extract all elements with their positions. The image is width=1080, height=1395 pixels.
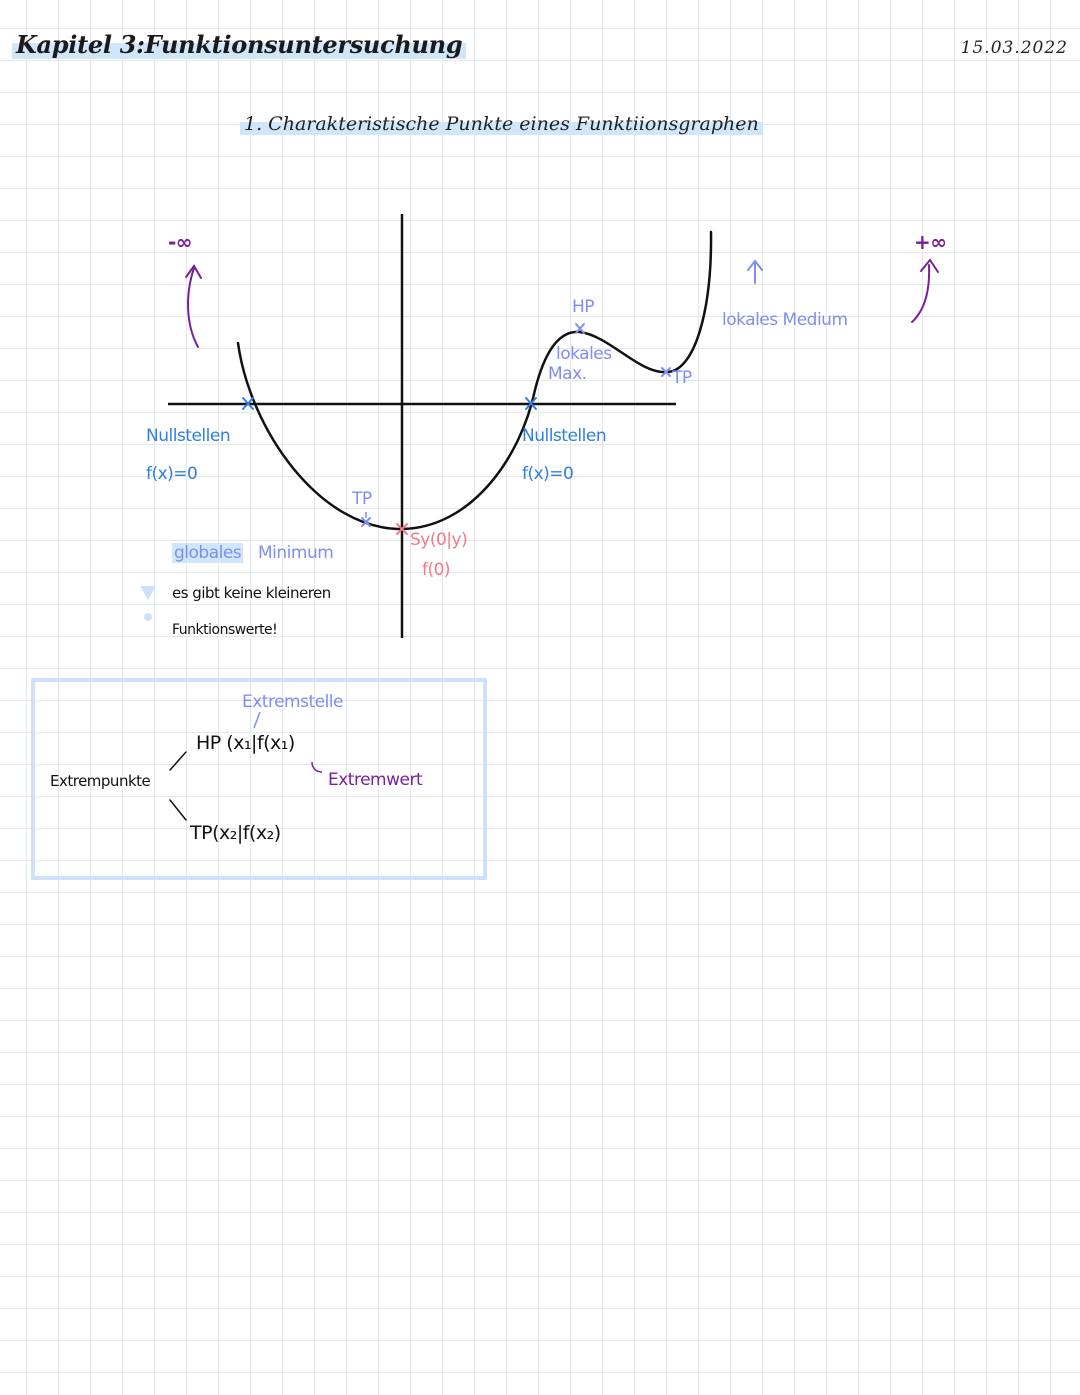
globales-label: globales	[172, 543, 244, 563]
tp-right-label: TP	[672, 368, 692, 388]
nullstellen-right-label: Nullstellen	[522, 426, 607, 446]
extremstelle-label: Extremstelle	[242, 692, 344, 712]
tp-left-label: TP	[352, 489, 372, 509]
sy-label: Sy(0|y)	[410, 530, 468, 550]
tp-formula: TP(x₂|f(x₂)	[190, 822, 281, 844]
hp-label: HP	[572, 297, 595, 317]
minimum-label: Minimum	[258, 543, 334, 563]
extremwert-label: Extremwert	[328, 770, 423, 790]
function-curve	[236, 230, 713, 531]
arrow-right-icon	[911, 264, 931, 323]
zero-right-marker	[525, 397, 537, 410]
nullstellen-left-label: Nullstellen	[146, 426, 231, 446]
page-title: Kapitel 3:Funktionsuntersuchung	[12, 30, 467, 59]
arrow-left-icon	[187, 267, 199, 348]
extrema-box	[31, 678, 487, 880]
pos-infinity-label: +∞	[914, 230, 947, 254]
fx-left-label: f(x)=0	[146, 464, 198, 484]
zero-left-marker	[242, 397, 254, 410]
note-line-1: es gibt keine kleineren	[172, 584, 331, 602]
sy-marker	[396, 523, 408, 535]
hp-formula: HP (x₁|f(x₁)	[196, 732, 295, 754]
tp-left-marker	[361, 517, 371, 527]
fx-right-label: f(x)=0	[522, 464, 574, 484]
lokales-minimum-label: lokales Medium	[722, 310, 848, 330]
warning-icon	[140, 586, 156, 600]
section-title: 1. Charakteristische Punkte eines Funkti…	[240, 113, 763, 135]
extrempunkte-label: Extrempunkte	[50, 772, 151, 790]
date: 15.03.2022	[960, 38, 1068, 58]
note-line-2: Funktionswerte!	[172, 622, 278, 638]
tp-right-marker	[661, 367, 671, 377]
f0-label: f(0)	[422, 560, 451, 580]
lokales-max-label: lokales	[556, 344, 612, 364]
max-label: Max.	[548, 364, 587, 384]
hp-marker	[575, 323, 585, 334]
neg-infinity-label: -∞	[168, 230, 192, 254]
